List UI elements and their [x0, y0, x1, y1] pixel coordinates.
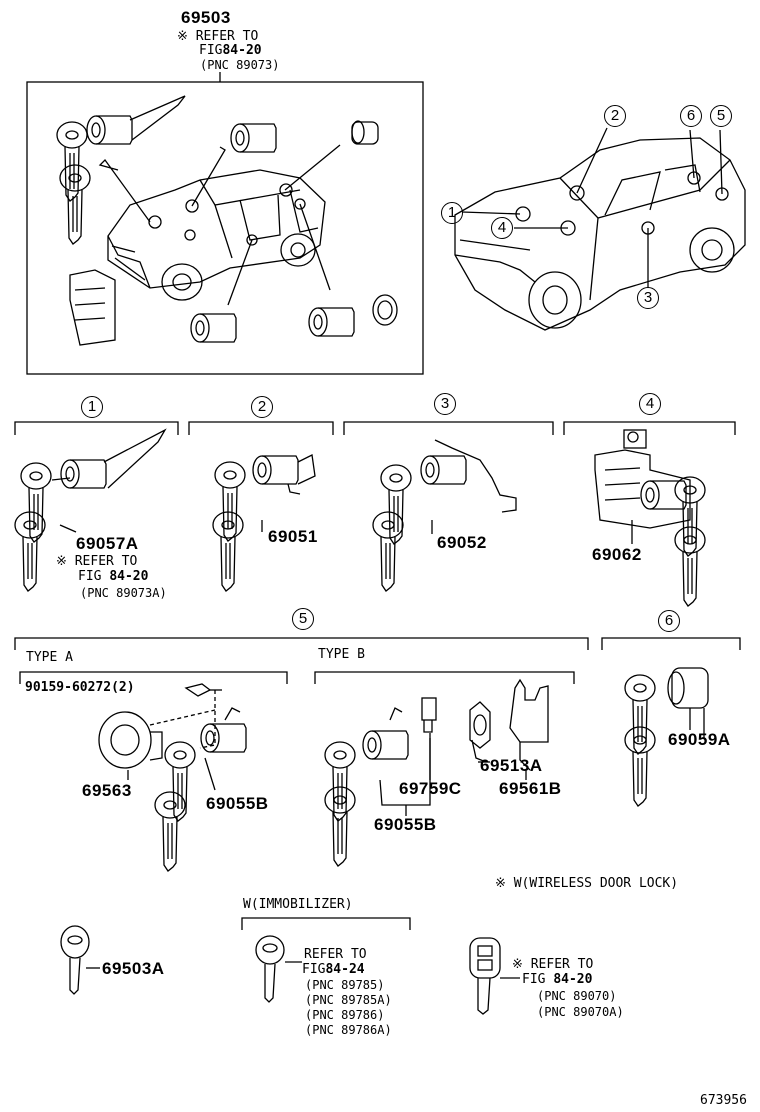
car-callout-4[interactable]: 4	[491, 217, 513, 239]
car-illustration-large	[454, 127, 746, 331]
part-number-69759C[interactable]: 69759C	[399, 779, 462, 798]
k3-refer-fig-number: 84-20	[553, 972, 593, 987]
part-number-69563[interactable]: 69563	[82, 781, 132, 800]
section-6-number: 6	[658, 610, 680, 632]
part-number-69057A[interactable]: 69057A	[76, 534, 139, 553]
car-callout-6[interactable]: 6	[680, 105, 702, 127]
bottom-keys	[60, 925, 520, 1015]
k2-pnc-1: (PNC 89785)	[305, 978, 385, 992]
leader-lines	[59, 520, 691, 816]
k2-pnc-4: (PNC 89786A)	[305, 1023, 392, 1037]
s1-refer-fig[interactable]: FIG 84-20	[78, 570, 148, 583]
k3-refer-fig-prefix: FIG	[522, 972, 546, 987]
section-5-number: 5	[292, 608, 314, 630]
refer-fig[interactable]: FIG84-20	[199, 44, 262, 57]
k3-refer-note: ※ REFER TO	[512, 957, 594, 972]
car-callout-2[interactable]: 2	[604, 105, 626, 127]
car-callout-5[interactable]: 5	[710, 105, 732, 127]
refer-pnc: (PNC 89073)	[200, 58, 280, 72]
k2-refer-note: REFER TO	[304, 947, 367, 962]
section-1-drawing	[14, 428, 167, 592]
k3-pnc-1: (PNC 89070)	[537, 989, 617, 1003]
car-callout-1[interactable]: 1	[441, 202, 463, 224]
top-assembly-frame	[26, 72, 424, 375]
k2-refer-fig[interactable]: FIG84-24	[302, 963, 365, 976]
type-a-label: TYPE A	[26, 650, 73, 665]
part-number-69055B-type-b[interactable]: 69055B	[374, 815, 437, 834]
section-2-number: 2	[251, 396, 273, 418]
k3-refer-fig[interactable]: FIG 84-20	[522, 973, 592, 986]
car-callout-3[interactable]: 3	[637, 287, 659, 309]
wireless-door-lock-note: ※ W(WIRELESS DOOR LOCK)	[495, 876, 679, 891]
k2-refer-fig-prefix: FIG	[302, 962, 326, 977]
part-number-69561B[interactable]: 69561B	[499, 779, 562, 798]
k2-pnc-2: (PNC 89785A)	[305, 993, 392, 1007]
refer-fig-number: 84-20	[222, 43, 262, 58]
section-3-drawing	[372, 439, 517, 592]
k2-pnc-3: (PNC 89786)	[305, 1008, 385, 1022]
section-5a-drawing	[98, 683, 247, 872]
refer-fig-prefix: FIG	[199, 43, 223, 58]
part-number-69062[interactable]: 69062	[592, 545, 642, 564]
s1-refer-note: ※ REFER TO	[56, 554, 138, 569]
s1-refer-fig-prefix: FIG	[78, 569, 102, 584]
s1-refer-fig-number: 84-20	[109, 569, 149, 584]
k3-pnc-2: (PNC 89070A)	[537, 1005, 624, 1019]
refer-note: ※ REFER TO	[177, 29, 259, 44]
part-number-69503[interactable]: 69503	[181, 8, 231, 27]
part-number-69503A[interactable]: 69503A	[102, 959, 165, 978]
s1-refer-pnc: (PNC 89073A)	[80, 586, 167, 600]
part-number-69052[interactable]: 69052	[437, 533, 487, 552]
part-number-69059A[interactable]: 69059A	[668, 730, 731, 749]
part-number-69513A[interactable]: 69513A	[480, 756, 543, 775]
immobilizer-header: W(IMMOBILIZER)	[243, 897, 353, 912]
part-number-90159-60272[interactable]: 90159-60272(2)	[25, 680, 135, 695]
top-assembly-parts	[56, 95, 398, 346]
section-brackets	[14, 421, 741, 930]
section-4-number: 4	[639, 393, 661, 415]
section-1-number: 1	[81, 396, 103, 418]
section-3-number: 3	[434, 393, 456, 415]
section-4-drawing	[594, 429, 706, 607]
section-2-drawing	[212, 454, 316, 592]
car-illustration-small	[98, 144, 341, 306]
part-number-69055B-type-a[interactable]: 69055B	[206, 794, 269, 813]
part-number-69051[interactable]: 69051	[268, 527, 318, 546]
k2-refer-fig-number: 84-24	[325, 962, 365, 977]
type-b-label: TYPE B	[318, 647, 365, 662]
diagram-code: 673956	[700, 1093, 747, 1108]
